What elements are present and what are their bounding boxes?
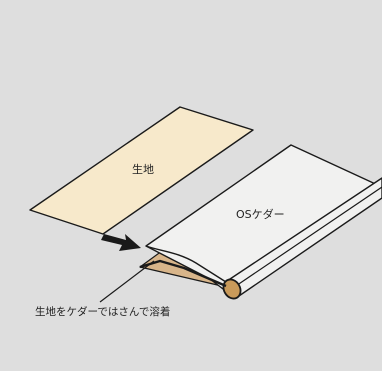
fabric-sheet <box>29 106 254 235</box>
keder-upper-flap-curve <box>145 245 227 283</box>
arrow-right-icon <box>101 234 141 251</box>
caption-label: 生地をケダーではさんで溶着 <box>35 305 170 318</box>
fabric-label: 生地 <box>132 162 154 176</box>
caption-leader-line <box>99 260 155 303</box>
keder-label: OSケダー <box>236 207 285 221</box>
keder-core-end <box>222 278 242 300</box>
keder-fold-line <box>226 186 382 293</box>
